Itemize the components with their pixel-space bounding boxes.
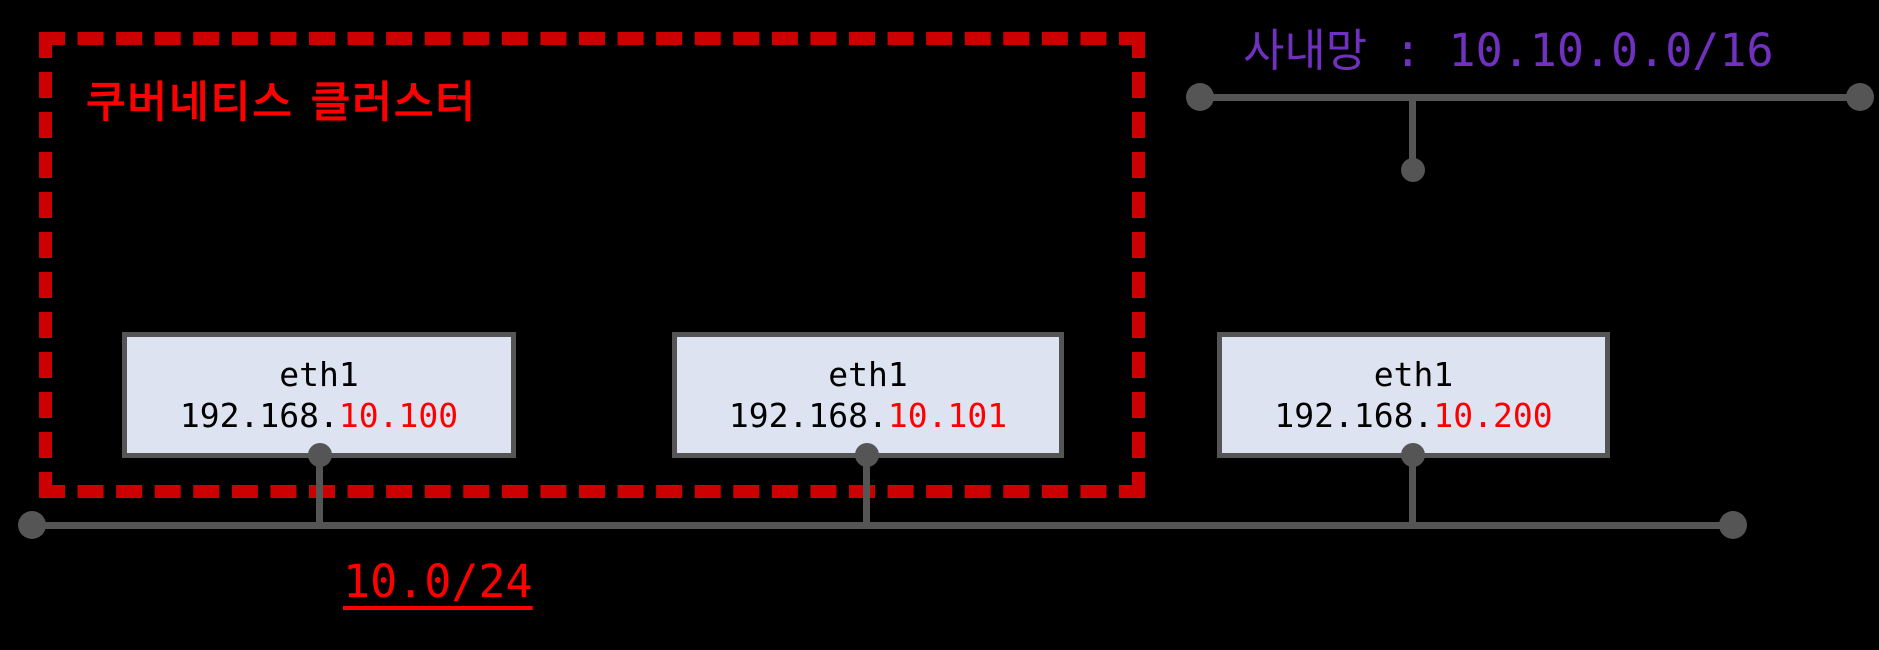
corporate-bus-stub-dot: [1401, 158, 1425, 182]
node-2-interface-name: eth1: [828, 354, 908, 394]
node-3-interface-name: eth1: [1373, 354, 1454, 394]
node-box-1[interactable]: eth1 192.168.10.100: [122, 332, 516, 458]
node-subnet-bus-right-endpoint-dot: [1719, 511, 1747, 539]
node-subnet-bus: [32, 522, 1733, 529]
node-2-ip-prefix: 192.168.: [728, 396, 888, 435]
node-box-3[interactable]: eth1 192.168.10.200: [1217, 332, 1610, 458]
cluster-title: 쿠버네티스 클러스터: [86, 78, 478, 128]
node-3-ip-suffix: 10.200: [1433, 396, 1553, 435]
node-3-connector-dot: [1401, 443, 1425, 467]
node-2-ip-address: 192.168.10.101: [729, 395, 1007, 436]
node-2-drop-line: [863, 452, 870, 528]
node-1-ip-prefix: 192.168.: [179, 396, 339, 435]
corporate-bus-left-endpoint-dot: [1186, 83, 1214, 111]
node-subnet-label: 10.0/24: [343, 555, 533, 608]
node-1-interface-name: eth1: [279, 354, 359, 394]
node-1-drop-line: [316, 452, 323, 528]
node-subnet-bus-left-endpoint-dot: [18, 511, 46, 539]
node-3-ip-address: 192.168.10.200: [1274, 395, 1552, 436]
node-3-drop-line: [1409, 452, 1416, 528]
node-1-ip-suffix: 10.100: [338, 396, 459, 435]
node-box-2[interactable]: eth1 192.168.10.101: [672, 332, 1064, 458]
node-2-ip-suffix: 10.101: [887, 396, 1008, 435]
corporate-network-bus: [1200, 94, 1860, 101]
node-1-connector-dot: [308, 443, 332, 467]
node-2-connector-dot: [855, 443, 879, 467]
node-1-ip-address: 192.168.10.100: [180, 395, 458, 436]
corporate-bus-right-endpoint-dot: [1846, 83, 1874, 111]
corporate-bus-stub-line: [1409, 97, 1416, 163]
node-3-ip-prefix: 192.168.: [1274, 396, 1434, 435]
corporate-network-label: 사내망 : 10.10.0.0/16: [1243, 24, 1774, 77]
